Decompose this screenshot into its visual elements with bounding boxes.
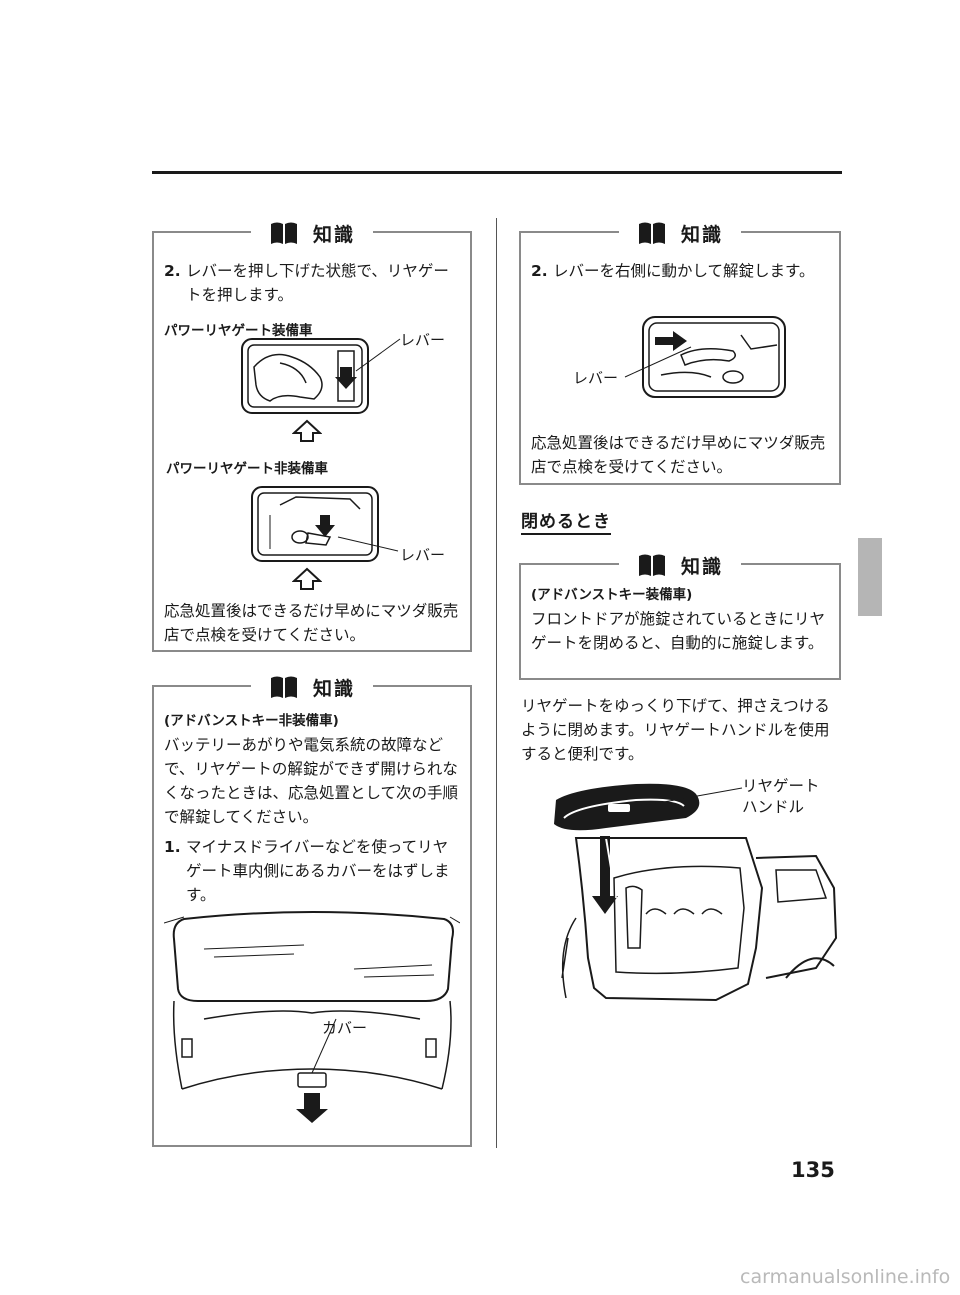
box-header: 知識	[154, 667, 470, 707]
book-icon	[638, 554, 665, 576]
arrow-up-icon	[292, 567, 322, 590]
non-power-liftgate-label: パワーリヤゲート非装備車	[166, 461, 328, 477]
step-number: 2.	[164, 262, 181, 280]
handle-label-line2: ハンドル	[742, 798, 805, 816]
book-icon	[638, 222, 665, 244]
handle-callout: リヤゲート ハンドル	[742, 776, 820, 818]
step-number: 1.	[164, 838, 181, 856]
box-title: 知識	[680, 555, 723, 578]
step-text: レバーを右側に動かして解錠します。	[553, 262, 815, 280]
box-header: 知識	[521, 545, 839, 585]
cover-callout: カバー	[322, 1019, 368, 1037]
box-header: 知識	[521, 213, 839, 253]
top-rule	[152, 171, 842, 174]
arrow-up-icon	[292, 419, 322, 442]
box-title: 知識	[312, 677, 355, 700]
page-number: 135	[791, 1158, 835, 1182]
step-2: 2. レバーを右側に動かして解錠します。	[531, 259, 829, 283]
book-icon	[270, 222, 297, 244]
lever-right-illustration	[642, 316, 786, 398]
lever-illustration-manual	[251, 486, 379, 562]
aftercare-note: 応急処置後はできるだけ早めにマツダ販売店で点検を受けてください。	[164, 602, 459, 644]
book-icon	[270, 676, 297, 698]
condition-label: (アドバンストキー装備車)	[531, 587, 693, 603]
closing-paragraph: リヤゲートをゆっくり下げて、押さえつけるように閉めます。リヤゲートハンドルを使用…	[521, 697, 830, 763]
step-text: マイナスドライバーなどを使ってリヤゲート車内側にあるカバーをはずします。	[186, 838, 450, 904]
knowledge-box-lever-press: 知識 2. レバーを押し下げた状態で、リヤゲートを押します。 パワーリヤゲート装…	[152, 219, 472, 652]
callout-line	[624, 346, 692, 378]
chapter-tab	[858, 538, 882, 616]
lever-callout: レバー	[573, 369, 619, 387]
step-number: 2.	[531, 262, 548, 280]
liftgate-cover-illustration	[164, 911, 460, 1123]
lever-callout-2: レバー	[400, 546, 446, 564]
condition-label: (アドバンストキー非装備車)	[164, 713, 339, 729]
power-liftgate-label: パワーリヤゲート装備車	[164, 323, 313, 339]
knowledge-box-advanced-key: 知識 (アドバンストキー装備車) フロントドアが施錠されているときにリヤゲートを…	[519, 551, 841, 680]
watermark: carmanualsonline.info	[740, 1266, 951, 1288]
paragraph: フロントドアが施錠されているときにリヤゲートを閉めると、自動的に施錠します。	[531, 610, 826, 652]
liftgate-closing-illustration	[554, 783, 838, 1002]
step-1: 1. マイナスドライバーなどを使ってリヤゲート車内側にあるカバーをはずします。	[164, 835, 460, 907]
step-2: 2. レバーを押し下げた状態で、リヤゲートを押します。	[164, 259, 460, 307]
paragraph: バッテリーあがりや電気系統の故障などで、リヤゲートの解錠ができず開けられなくなっ…	[164, 736, 459, 826]
box-title: 知識	[312, 223, 355, 246]
knowledge-box-no-advanced-key: 知識 (アドバンストキー非装備車) バッテリーあがりや電気系統の故障などで、リヤ…	[152, 673, 472, 1147]
knowledge-box-lever-right: 知識 2. レバーを右側に動かして解錠します。 レバー 応急処置後はできるだけ早…	[519, 219, 841, 485]
column-divider	[496, 218, 497, 1148]
box-title: 知識	[680, 223, 723, 246]
step-text: レバーを押し下げた状態で、リヤゲートを押します。	[186, 262, 449, 304]
section-heading: 閉めるとき	[521, 507, 611, 535]
box-header: 知識	[154, 213, 470, 253]
callout-line	[355, 338, 401, 372]
lever-callout: レバー	[400, 331, 446, 349]
aftercare-note: 応急処置後はできるだけ早めにマツダ販売店で点検を受けてください。	[531, 434, 826, 476]
callout-line	[337, 536, 399, 552]
handle-label-line1: リヤゲート	[742, 777, 820, 795]
lever-illustration-power	[241, 338, 369, 414]
